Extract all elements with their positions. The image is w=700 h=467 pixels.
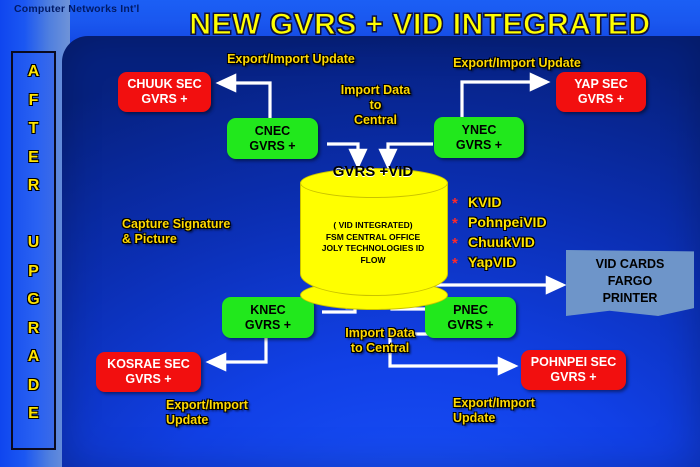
page-title: NEW GVRS + VID INTEGRATED xyxy=(189,8,651,42)
sidebar-letter-r-9: R xyxy=(27,319,40,337)
sidebar-letter-a-0: A xyxy=(27,63,40,80)
sidebar-letter-u-6: U xyxy=(27,234,40,251)
list-item: KVID xyxy=(452,194,592,212)
sidebar-letter-r-4: R xyxy=(27,177,40,194)
sidebar-letter-e-12: E xyxy=(28,405,39,422)
list-item: ChuukVID xyxy=(452,234,592,252)
label-export-import-top-right: Export/Import Update xyxy=(453,56,581,70)
sidebar-letter-g-8: G xyxy=(27,291,40,308)
cylinder-body xyxy=(300,182,448,296)
sidebar-letter-f-1: F xyxy=(28,91,39,109)
cylinder-title: GVRS +VID xyxy=(332,163,414,180)
list-item: YapVID xyxy=(452,254,592,272)
sidebar-letter-d-11: D xyxy=(27,376,40,394)
label-capture-signature: Capture Signature& Picture xyxy=(122,217,231,246)
vid-list: KVID PohnpeiVID ChuukVID YapVID xyxy=(452,194,592,274)
label-export-import-top-left: Export/Import Update xyxy=(227,52,355,66)
central-database-cylinder[interactable]: GVRS +VID ( VID INTEGRATED)FSM CENTRAL O… xyxy=(300,163,448,310)
cylinder-top xyxy=(300,168,448,198)
sidebar-letter-a-10: A xyxy=(27,348,40,365)
brand-label: Computer Networks Int'l xyxy=(14,3,140,15)
sidebar-letter-t-2: T xyxy=(28,120,39,137)
list-item: PohnpeiVID xyxy=(452,214,592,232)
sidebar-letter-p-7: P xyxy=(28,262,39,280)
sidebar-letter-e-3: E xyxy=(28,148,39,166)
